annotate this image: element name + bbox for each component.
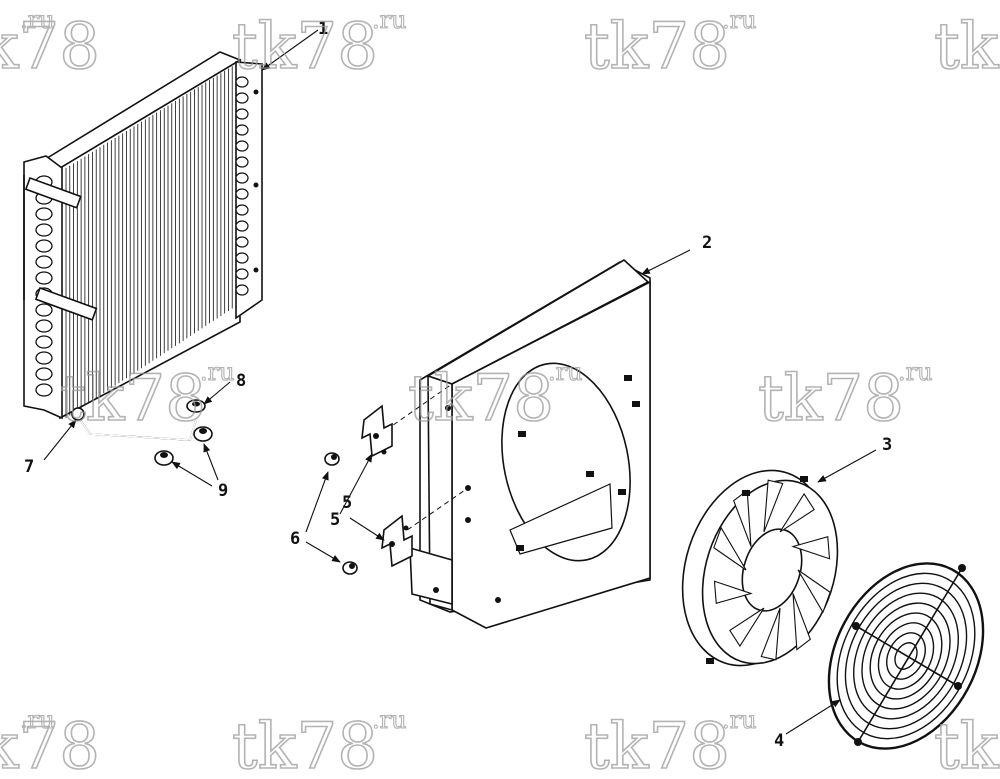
- bracket-lower: [381, 514, 413, 568]
- svg-text:tk78: tk78: [0, 10, 100, 84]
- watermark-mid-left: tk78 .ru: [59, 357, 235, 436]
- watermark-top-edge: tk78: [933, 9, 1000, 85]
- svg-text:.ru: .ru: [20, 706, 55, 734]
- svg-text:tk78: tk78: [408, 362, 554, 436]
- callout-4: 4: [774, 731, 784, 751]
- svg-text:.ru: .ru: [372, 6, 407, 34]
- leader-lines: [43, 29, 877, 735]
- watermark-top-center: tk78 .ru: [231, 5, 407, 84]
- svg-text:.ru: .ru: [548, 358, 583, 386]
- callout-9: 9: [218, 481, 228, 501]
- watermark-top-right: tk78 .ru: [583, 5, 757, 84]
- fan-assembly: [681, 469, 839, 667]
- svg-text:.ru: .ru: [200, 358, 235, 386]
- fan-shroud: [409, 259, 651, 629]
- svg-text:tk78: tk78: [232, 710, 378, 779]
- nut-upper: [324, 452, 340, 466]
- svg-text:.ru: .ru: [722, 6, 757, 34]
- watermark-mid-center: tk78 .ru: [407, 357, 583, 436]
- grommet-9b: [154, 450, 174, 466]
- svg-text:.ru: .ru: [722, 706, 757, 734]
- bracket-upper: [361, 404, 393, 458]
- grommet-9a: [193, 426, 213, 442]
- fan-guard: [827, 562, 985, 750]
- callout-6: 6: [290, 529, 300, 549]
- svg-text:.ru: .ru: [372, 706, 407, 734]
- svg-text:tk78: tk78: [934, 710, 1000, 779]
- svg-text:.ru: .ru: [20, 6, 55, 34]
- svg-text:tk78: tk78: [934, 10, 1000, 84]
- callout-8: 8: [236, 371, 246, 391]
- grommet-8: [186, 399, 206, 413]
- svg-text:.ru: .ru: [898, 358, 933, 386]
- callout-5a: 5: [342, 493, 352, 513]
- callout-labels: 1 2 3 4 5 5 6 7 8 9: [24, 19, 892, 751]
- callout-7: 7: [24, 457, 34, 477]
- svg-text:tk78: tk78: [758, 362, 904, 436]
- svg-text:tk78: tk78: [232, 10, 378, 84]
- watermarks: tk78 .ru tk78 .ru tk78 .ru tk78 tk78 .ru…: [0, 5, 1000, 779]
- watermark-bottom-right: tk78 .ru: [583, 705, 757, 779]
- svg-text:tk78: tk78: [584, 710, 730, 779]
- watermark-top-left: tk78 .ru: [0, 5, 101, 84]
- watermark-bottom-left: tk78 .ru: [0, 705, 101, 779]
- callout-3: 3: [882, 435, 892, 455]
- svg-text:tk78: tk78: [0, 710, 100, 779]
- callout-5b: 5: [330, 510, 340, 530]
- watermark-mid-right: tk78 .ru: [757, 357, 933, 436]
- svg-text:tk78: tk78: [584, 10, 730, 84]
- callout-1: 1: [318, 19, 328, 39]
- watermark-bottom-edge: tk78: [933, 709, 1000, 779]
- watermark-bottom-center: tk78 .ru: [231, 705, 407, 779]
- condenser-coil: [23, 51, 263, 420]
- nut-lower: [342, 561, 358, 575]
- callout-2: 2: [702, 233, 712, 253]
- svg-text:tk78: tk78: [60, 362, 206, 436]
